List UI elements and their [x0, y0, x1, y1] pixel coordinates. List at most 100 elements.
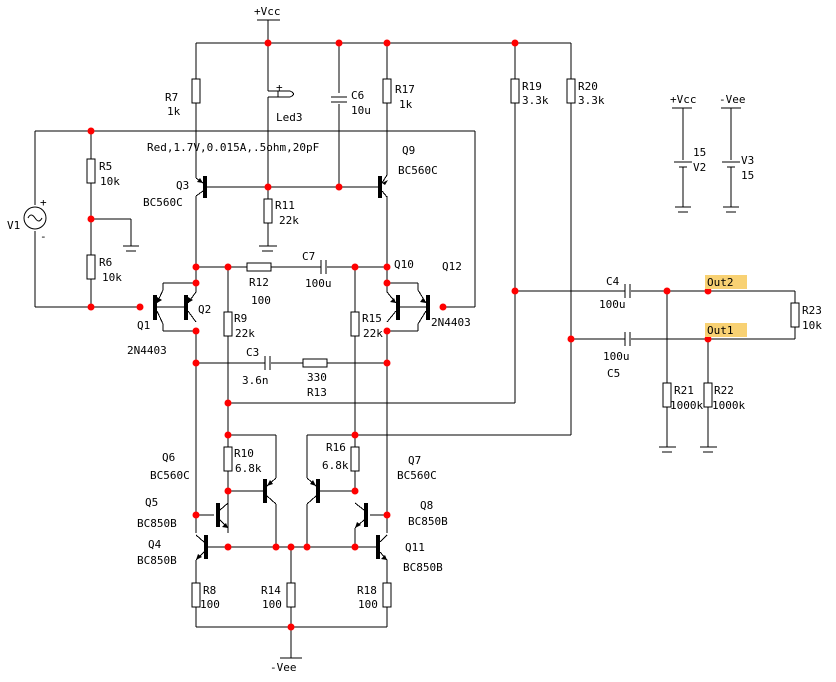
q2-name: Q2 [198, 303, 211, 316]
r13-name: R13 [307, 386, 327, 399]
v1-name: V1 [7, 219, 20, 232]
resistor-R5[interactable] [86, 158, 96, 184]
transistor-Q11[interactable] [376, 534, 388, 561]
q7-name: Q7 [408, 454, 421, 467]
transistor-Q6[interactable] [263, 477, 277, 505]
r19-value: 3.3k [522, 94, 549, 107]
capacitor-C6[interactable] [331, 96, 347, 103]
r23-name: R23 [802, 304, 822, 317]
r21-name: R21 [674, 384, 694, 397]
resistor-R23[interactable] [790, 302, 800, 328]
q12-name: Q12 [442, 260, 462, 273]
capacitor-C7[interactable] [320, 260, 327, 274]
resistor-R8[interactable] [191, 582, 201, 608]
r7-name: R7 [165, 91, 178, 104]
resistor-R19[interactable] [510, 78, 520, 104]
resistor-R7[interactable] [191, 78, 201, 104]
q7-model: BC560C [397, 469, 437, 482]
led-plus: + [276, 81, 283, 94]
source-V1[interactable] [23, 206, 47, 230]
resistor-R15[interactable] [350, 311, 360, 337]
transistor-Q3[interactable] [195, 176, 207, 198]
resistor-R12[interactable] [246, 262, 272, 272]
resistor-R22[interactable] [703, 382, 713, 408]
resistor-R10[interactable] [223, 446, 233, 472]
c3-name: C3 [246, 346, 259, 359]
transistor-Q1[interactable] [153, 289, 164, 325]
out2-label[interactable]: Out2 [707, 276, 734, 289]
transistor-Q10[interactable] [386, 291, 400, 323]
transistor-Q7[interactable] [306, 477, 320, 505]
r11-value: 22k [279, 214, 299, 227]
resistor-R13[interactable] [302, 358, 328, 368]
resistor-R16[interactable] [350, 446, 360, 472]
r10-value: 6.8k [235, 462, 262, 475]
resistor-R11[interactable] [263, 198, 273, 224]
resistor-bodies [86, 78, 800, 608]
out1-label[interactable]: Out1 [707, 324, 734, 337]
transistor-Q8[interactable] [354, 502, 368, 529]
r18-name: R18 [357, 584, 377, 597]
capacitor-C5[interactable] [624, 332, 631, 346]
q11-model: BC850B [403, 561, 443, 574]
q8-model: BC850B [408, 515, 448, 528]
v2-name: V2 [693, 161, 706, 174]
vcc-top-label: +Vcc [254, 5, 281, 18]
out1-highlight [705, 323, 747, 337]
resistor-R21[interactable] [662, 382, 672, 408]
c7-name: C7 [302, 250, 315, 263]
resistor-R18[interactable] [382, 582, 392, 608]
vee-bottom-label: -Vee [270, 661, 297, 674]
c5-value: 100u [603, 350, 630, 363]
q9-name: Q9 [402, 144, 415, 157]
resistor-R14[interactable] [286, 582, 296, 608]
r12-name: R12 [249, 276, 269, 289]
out2-highlight [705, 275, 747, 289]
r22-value: 1000k [712, 399, 745, 412]
v1-minus: - [40, 230, 47, 243]
q8-name: Q8 [420, 499, 433, 512]
q3-name: Q3 [176, 179, 189, 192]
r17-name: R17 [395, 83, 415, 96]
r23-value: 10k [802, 319, 822, 332]
resistor-R9[interactable] [223, 311, 233, 337]
resistor-R6[interactable] [86, 254, 96, 280]
q3-model: BC560C [143, 196, 183, 209]
r19-name: R19 [522, 80, 542, 93]
transistor-Q12[interactable] [417, 289, 430, 325]
r20-value: 3.3k [578, 94, 605, 107]
r22-name: R22 [714, 384, 734, 397]
r8-value: 100 [200, 598, 220, 611]
transistor-Q9[interactable] [378, 174, 388, 198]
c6-value: 10u [351, 104, 371, 117]
resistor-R17[interactable] [382, 78, 392, 104]
v1-plus: + [40, 196, 47, 209]
r15-name: R15 [362, 312, 382, 325]
led-Led3[interactable] [277, 90, 294, 98]
q5-model: BC850B [137, 517, 177, 530]
r20-name: R20 [578, 80, 598, 93]
c3-value: 3.6n [242, 374, 269, 387]
q5-name: Q5 [145, 496, 158, 509]
junction-dots [87, 39, 712, 631]
wires [34, 19, 796, 659]
r15-value: 22k [363, 327, 383, 340]
q6-name: Q6 [162, 451, 175, 464]
resistor-R20[interactable] [566, 78, 576, 104]
q4-model: BC850B [137, 554, 177, 567]
q11-name: Q11 [405, 541, 425, 554]
transistor-Q2[interactable] [184, 291, 197, 323]
c7-value: 100u [305, 277, 332, 290]
labels: +Vcc -Vee R7 1k + Led3 Red,1.7V,0.015A,.… [7, 5, 822, 674]
capacitor-C4[interactable] [624, 284, 631, 298]
v3-net-label: -Vee [719, 93, 746, 106]
transistor-Q4[interactable] [195, 534, 208, 561]
transistor-Q5[interactable] [216, 502, 229, 529]
r6-value: 10k [102, 271, 122, 284]
c4-name: C4 [606, 275, 620, 288]
capacitor-C3[interactable] [264, 356, 271, 370]
c6-name: C6 [351, 89, 364, 102]
r11-name: R11 [275, 199, 295, 212]
v2-value: 15 [693, 146, 706, 159]
